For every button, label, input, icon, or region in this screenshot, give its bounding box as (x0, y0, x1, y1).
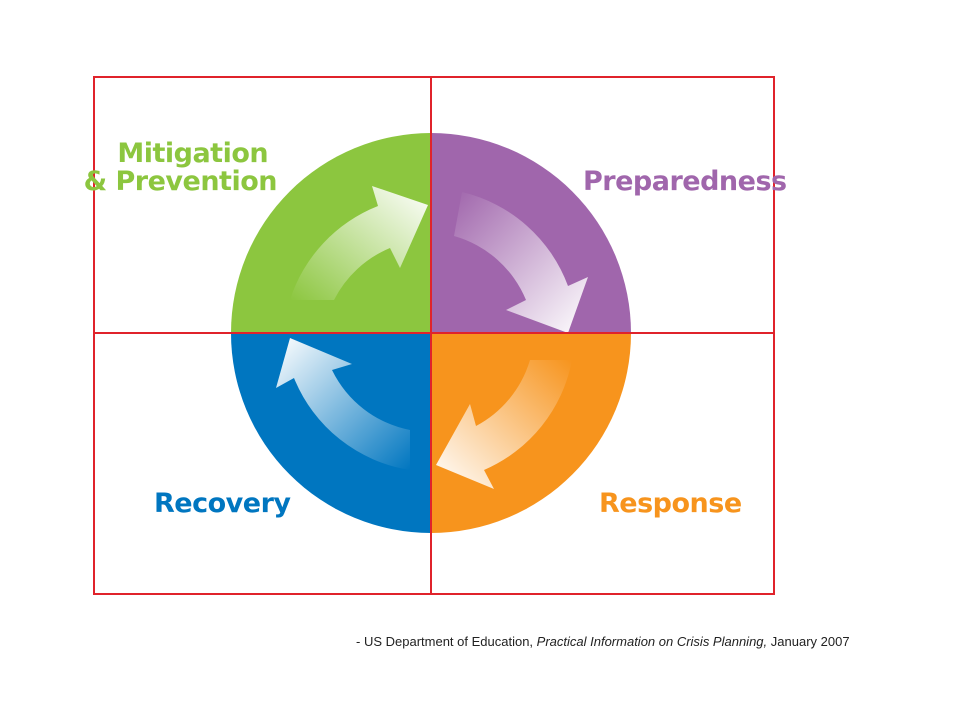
source-citation: - US Department of Education, Practical … (356, 634, 916, 649)
preparedness-arrow-icon (454, 192, 588, 333)
citation-title: Practical Information on Crisis Planning… (536, 634, 768, 649)
mitigation-label: Mitigation & Prevention (84, 138, 277, 197)
preparedness-label: Preparedness (583, 166, 787, 197)
grid-outer-border (93, 76, 775, 595)
response-label: Response (599, 488, 742, 519)
quadrant-grid (93, 76, 775, 595)
citation-prefix: - US Department of Education, (356, 634, 537, 649)
mitigation-quadrant (231, 133, 431, 333)
citation-suffix: January 2007 (767, 634, 850, 649)
response-arrow-icon (436, 360, 572, 489)
recovery-label: Recovery (154, 488, 291, 519)
recovery-arrow-icon (276, 338, 410, 470)
mitigation-arrow-icon (290, 186, 428, 300)
